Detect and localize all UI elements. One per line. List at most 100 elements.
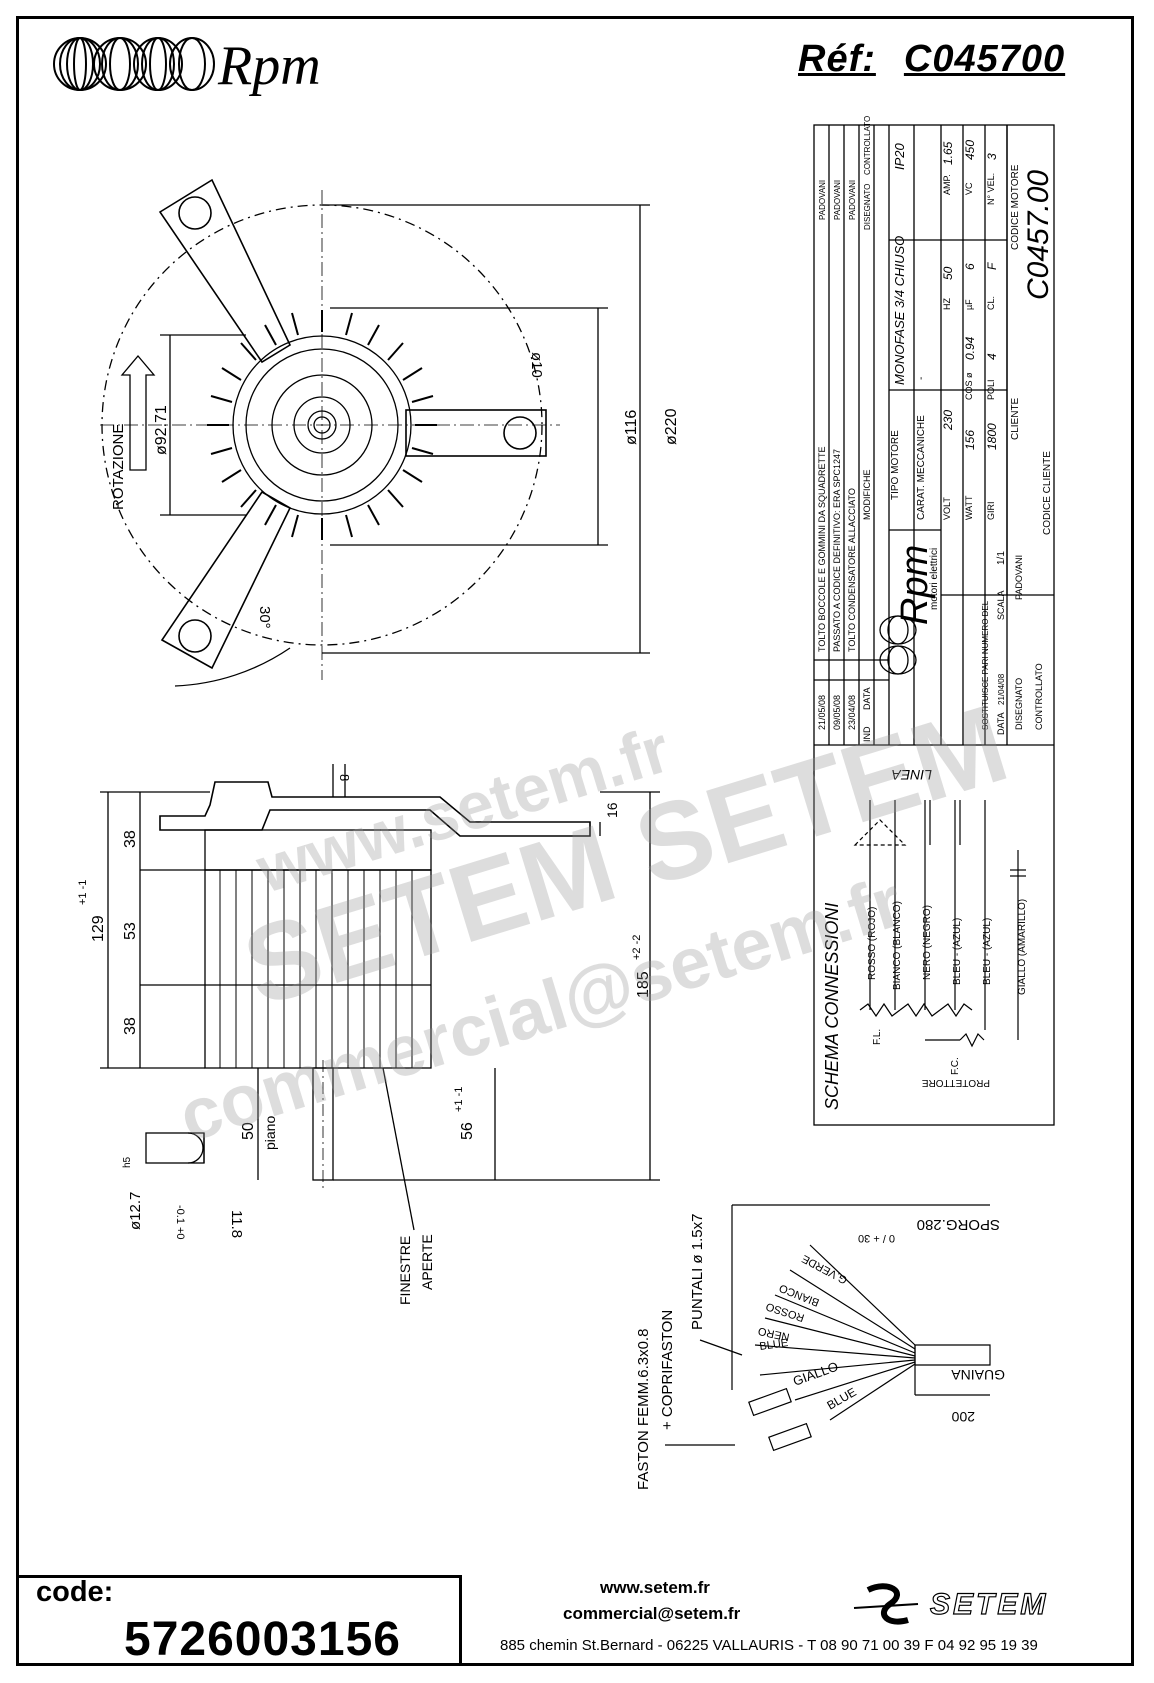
rev-3-text: TOLTO BOCCOLE E GOMMINI DA SQUADRETTE xyxy=(817,446,827,652)
watt-value: 156 xyxy=(963,430,977,450)
faston-cover: + COPRIFASTON xyxy=(659,1310,676,1430)
faston-label: FASTON FEMM.6.3x0.8 xyxy=(635,1329,652,1490)
rpm-label: GIRI xyxy=(986,501,996,520)
dim-angle: 30° xyxy=(256,606,273,629)
shaft-diameter: ø12.7 xyxy=(127,1192,144,1230)
wire-5: BLEU - (AZUL) xyxy=(982,918,993,985)
volt-value: 230 xyxy=(941,410,955,431)
wire-3: NERO (NEGRO) xyxy=(922,905,933,980)
dim-53: 53 xyxy=(122,922,139,940)
replaces-value: - xyxy=(980,557,991,560)
motor-type-label: TIPO MOTORE xyxy=(890,430,901,500)
fl-label: F.L. xyxy=(872,1029,883,1045)
dim-16: 16 xyxy=(604,802,620,818)
scale-label: SCALA xyxy=(996,590,1006,620)
hz-label: HZ xyxy=(942,298,952,310)
cable-drawing xyxy=(665,1204,991,1452)
designer-label: DISEGNATO xyxy=(1014,678,1024,730)
checker-label: CONTROLLATO xyxy=(1034,663,1044,730)
protector-label: PROTETTORE xyxy=(922,1077,990,1088)
tips-label: PUNTALI ø 1.5x7 xyxy=(689,1214,706,1330)
top-view xyxy=(100,178,650,687)
dim-d220: ø220 xyxy=(663,408,680,445)
mech-value: - xyxy=(916,377,927,380)
drawing-sheet-border xyxy=(16,16,1134,1666)
replaces-label: SOSTITUISCE PARI NUMERO DEL xyxy=(981,600,990,730)
rev-3-date: 21/05/08 xyxy=(817,695,827,730)
dim-hole: ø10 xyxy=(528,352,545,378)
vc-label: VC xyxy=(964,182,974,195)
poles-value: 4 xyxy=(985,353,999,360)
footer-email[interactable]: commercial@setem.fr xyxy=(563,1604,741,1623)
company-name: Rpm xyxy=(894,545,936,625)
dim-d116: ø116 xyxy=(623,410,640,445)
cable-wire-5: BLUE xyxy=(759,1337,789,1353)
rpm-value: 1800 xyxy=(985,423,999,450)
fc-label: F.C. xyxy=(950,1057,961,1075)
wire-6: GIALLO (AMARILLO) xyxy=(1017,899,1028,995)
wiring-diagram xyxy=(853,800,1026,1048)
footer-website[interactable]: www.setem.fr xyxy=(600,1578,710,1597)
rev-2-by: PADOVANI xyxy=(833,180,842,220)
rev-3-by: PADOVANI xyxy=(818,180,827,220)
cable-length: SPORG.280 xyxy=(917,1216,1000,1233)
flat-dim: 11.8 xyxy=(228,1210,245,1238)
wiring-title: SCHEMA CONNESSIONI xyxy=(822,903,842,1110)
dim-38-bot: 38 xyxy=(122,1017,139,1035)
speeds-label: N° VEL. xyxy=(986,173,996,205)
tol-56: +1 -1 xyxy=(453,1087,465,1112)
wire-2: BIANCO (BLANCO) xyxy=(892,901,903,990)
rev-2-text: PASSATO A CODICE DEFINITIVO: ERA SPC1247 xyxy=(832,449,842,652)
client-label: CLIENTE xyxy=(1010,397,1021,440)
wire-1: ROSSO (ROJO) xyxy=(867,907,878,980)
ref-prefix: Réf: xyxy=(798,38,876,80)
watt-label: WATT xyxy=(964,495,974,520)
mech-label: CARAT. MECCANICHE xyxy=(916,415,927,520)
motor-code: C0457.00 xyxy=(1022,170,1055,300)
code-number: 5726003156 xyxy=(124,1613,401,1666)
protection: IP20 xyxy=(892,142,907,170)
line-label: LINEA xyxy=(892,767,932,783)
cos-value: 0.94 xyxy=(963,336,977,360)
rev-1-text: TOLTO CONDENSATORE ALLACCIATO xyxy=(847,488,857,652)
company-sub: motori elettrici xyxy=(929,548,940,610)
motor-code-label: CODICE MOTORE xyxy=(1010,164,1021,250)
cable-wire-3: ROSSO xyxy=(764,1300,806,1324)
windows-label-1: FINESTRE xyxy=(397,1236,413,1305)
rev-1-by: PADOVANI xyxy=(848,180,857,220)
poles-label: POLI xyxy=(986,379,996,400)
dim-185: 185 xyxy=(635,971,652,998)
setem-logo-text: SETEM xyxy=(930,1588,1048,1621)
footer-address: 885 chemin St.Bernard - 06225 VALLAURIS … xyxy=(500,1637,1038,1654)
reference-label: Réf: C045700 xyxy=(798,38,1093,81)
rev-header-mod: MODIFICHE xyxy=(862,470,872,521)
setem-logo: SETEM xyxy=(848,1582,1108,1628)
rev-header-dis: DISEGNATO xyxy=(863,184,872,230)
ref-value: C045700 xyxy=(903,38,1066,80)
code-box xyxy=(16,1575,462,1666)
dim-d92: ø92.71 xyxy=(153,405,170,455)
volt-label: VOLT xyxy=(942,497,952,520)
vc-value: 450 xyxy=(963,140,977,160)
client-code-label: CODICE CLIENTE xyxy=(1042,451,1053,535)
side-view xyxy=(100,764,660,1231)
dim-38-top: 38 xyxy=(122,830,139,848)
cable-length-tol: 0 / + 30 xyxy=(858,1232,895,1244)
dim-56: 56 xyxy=(459,1122,476,1140)
uf-label: µF xyxy=(964,299,974,310)
sheath-len: 200 xyxy=(951,1409,975,1425)
dim-129: 129 xyxy=(90,915,107,942)
rev-header-ind: IND xyxy=(862,726,872,742)
speeds-value: 3 xyxy=(985,153,999,160)
flat-tol: -0.1 +0 xyxy=(174,1205,186,1240)
brand-name: Rpm xyxy=(217,35,321,97)
windows-label-2: APERTE xyxy=(419,1234,435,1290)
class-value: F xyxy=(985,262,999,270)
tol-129: +1 -1 xyxy=(77,880,89,905)
rev-1-date: 23/04/08 xyxy=(847,695,857,730)
piano-label: piano xyxy=(262,1116,278,1150)
cos-label: COS ø xyxy=(964,372,974,400)
uf-value: 6 xyxy=(963,263,977,270)
scale-value: 1/1 xyxy=(996,551,1007,565)
